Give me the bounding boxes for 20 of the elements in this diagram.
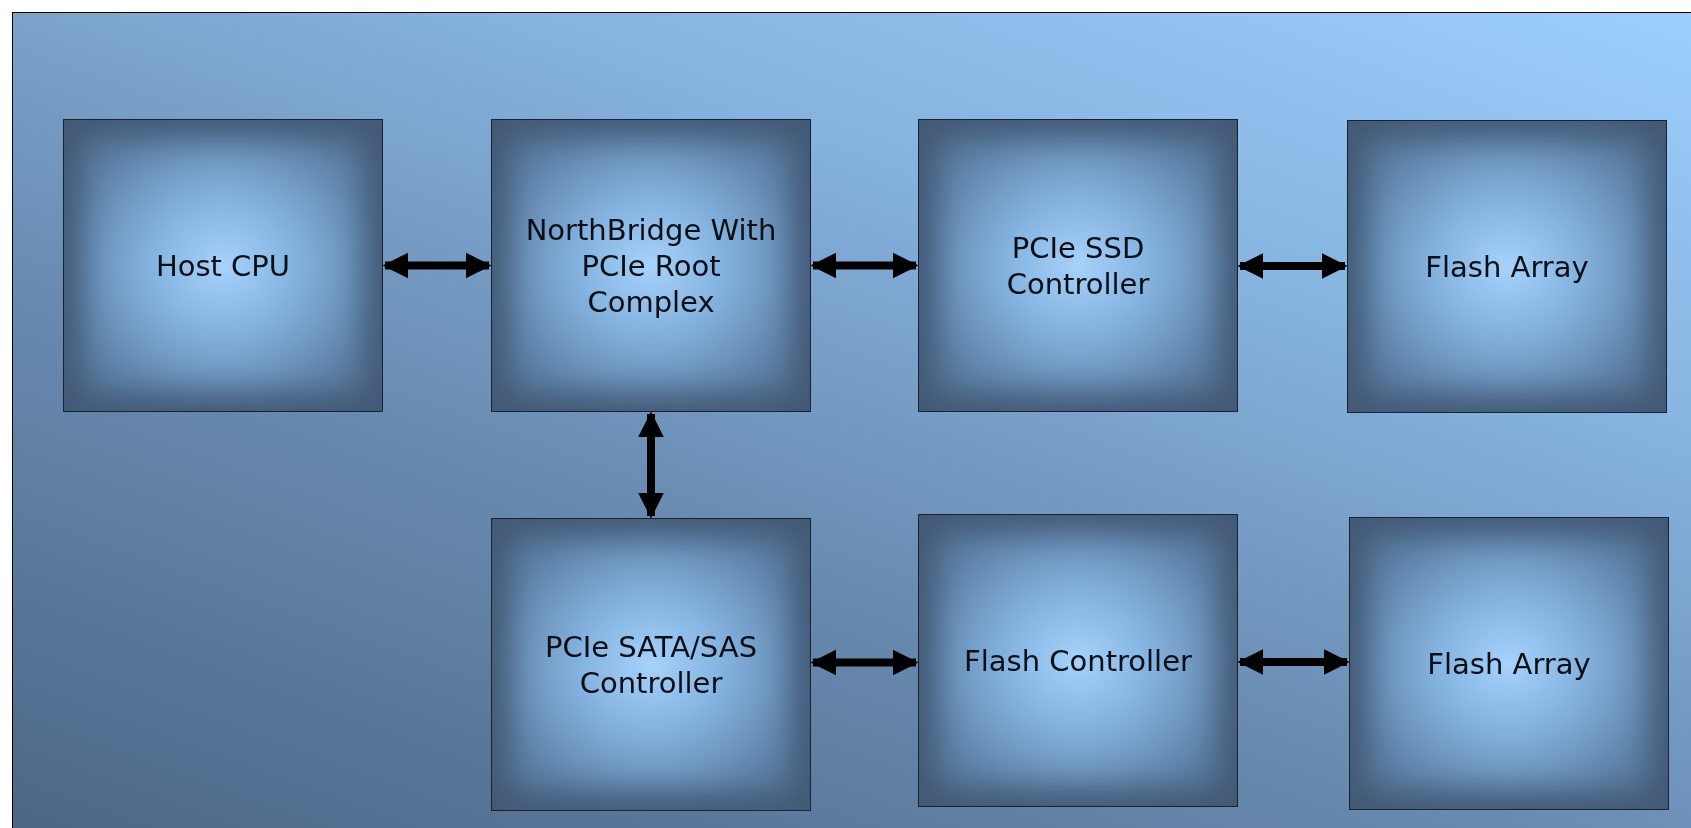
double-arrow <box>638 411 664 519</box>
component-label: Flash Controller <box>963 642 1193 679</box>
component-label: Flash Array <box>1424 248 1590 285</box>
component-box <box>918 119 1238 412</box>
double-arrow <box>382 252 492 279</box>
component-label: PCIe SATA/SAS Controller <box>543 628 759 701</box>
component-box <box>918 514 1238 807</box>
component-label: PCIe SSD Controller <box>1005 229 1151 302</box>
component-label: Flash Array <box>1426 645 1592 682</box>
component-box <box>1347 120 1667 413</box>
double-arrow <box>810 252 919 279</box>
double-arrow <box>1237 253 1348 279</box>
component-box <box>63 119 383 412</box>
double-arrow <box>810 649 919 676</box>
component-box <box>1349 517 1669 810</box>
double-arrow <box>1237 649 1350 675</box>
component-label: Host CPU <box>154 247 292 284</box>
component-box <box>491 119 811 412</box>
component-label: NorthBridge With PCIe Root Complex <box>524 211 778 320</box>
component-box <box>491 518 811 811</box>
